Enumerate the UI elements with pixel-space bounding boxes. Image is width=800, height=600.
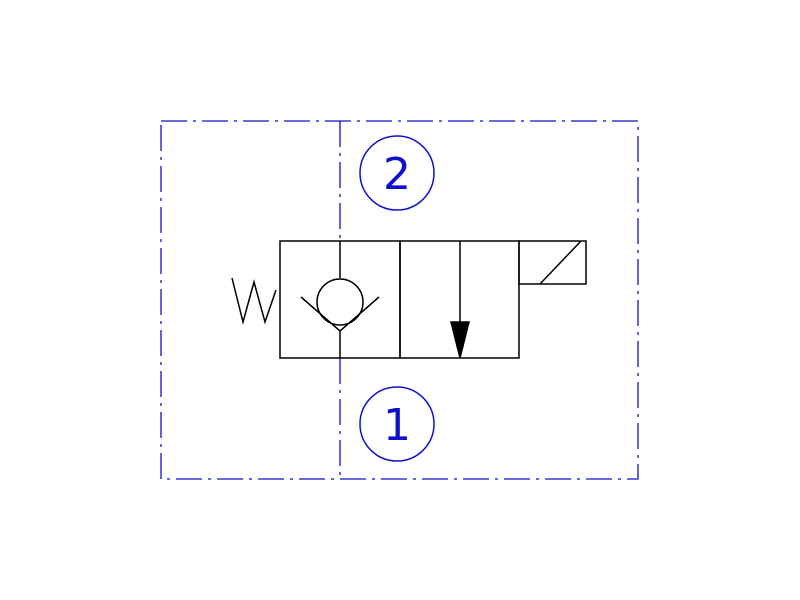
solenoid-diagonal <box>539 240 582 285</box>
boundary-rect <box>160 120 639 480</box>
check-ball-icon <box>316 278 364 326</box>
port-1-circle <box>359 386 435 462</box>
port-2-label: 2 <box>383 149 411 200</box>
port-1-marker: 1 <box>359 386 435 462</box>
check-seat-icon <box>300 296 380 332</box>
flow-arrow-head-icon <box>450 321 470 359</box>
valve-symbol <box>231 240 587 359</box>
port-2-marker: 2 <box>359 135 435 211</box>
port-1-label: 1 <box>383 400 411 451</box>
port-2-circle <box>359 135 435 211</box>
cartridge-boundary <box>160 120 639 480</box>
solenoid-icon <box>518 240 587 285</box>
spring-icon <box>231 277 277 325</box>
